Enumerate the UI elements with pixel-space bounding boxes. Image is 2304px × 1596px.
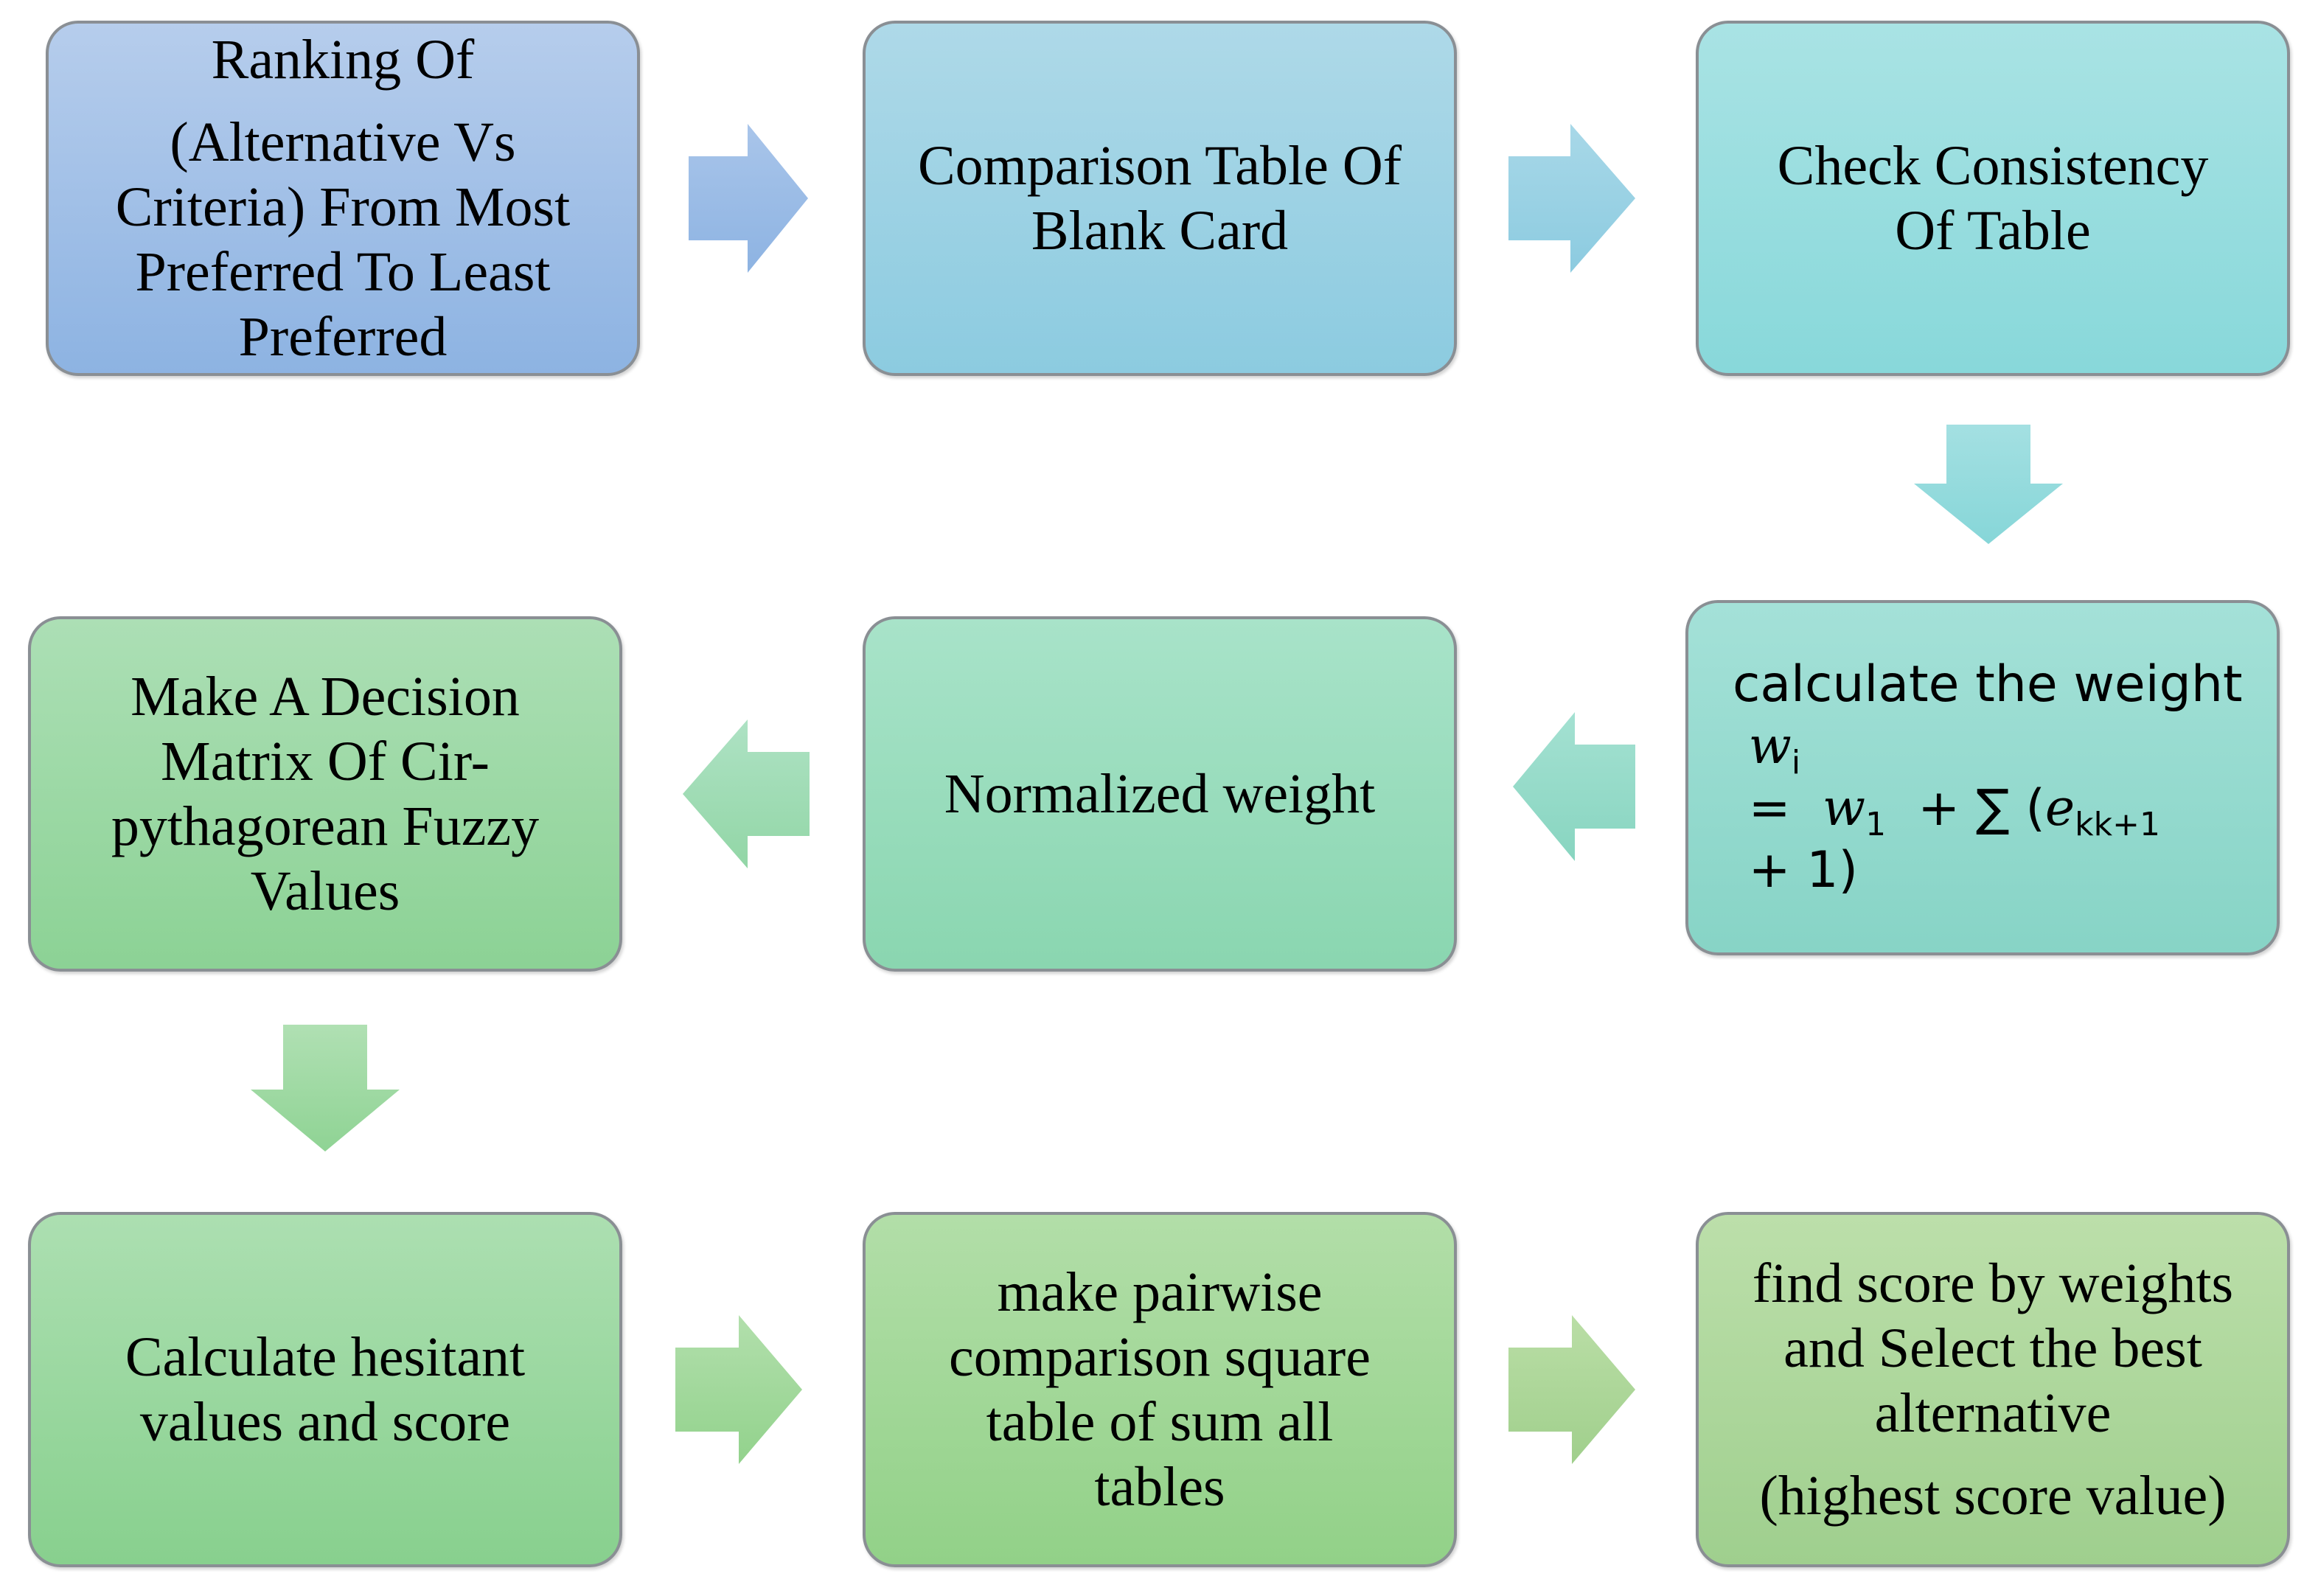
step-hesitant-values-box: Calculate hesitant values and score	[28, 1212, 622, 1567]
step-ranking-line3: Criteria) From Most	[115, 176, 571, 238]
arrow-normalized-to-matrix	[683, 719, 810, 868]
step-hesitant-line2: values and score	[139, 1391, 511, 1453]
arrow-matrix-to-hesitant	[251, 1025, 400, 1151]
step-matrix-line3: pythagorean Fuzzy	[111, 795, 540, 857]
step-pairwise-comparison-box: make pairwise comparison square table of…	[863, 1212, 1457, 1567]
step-select-best-box: find score by weights and Select the bes…	[1696, 1212, 2290, 1567]
formula-plus-one: + 1)	[1748, 841, 1859, 899]
step-ranking-line5: Preferred	[238, 306, 448, 368]
formula-equals: =	[1748, 779, 1791, 837]
step-ranking-box: Ranking Of (Alternative Vs Criteria) Fro…	[46, 21, 640, 376]
formula-w1: w	[1822, 779, 1866, 837]
step-consistency-line1: Check Consistency	[1777, 135, 2209, 197]
step-matrix-line2: Matrix Of Cir-	[161, 731, 490, 792]
step-normalized-line1: Normalized weight	[944, 763, 1376, 825]
step-pairwise-line2: comparison square	[949, 1326, 1371, 1388]
arrow-hesitant-to-pairwise	[675, 1315, 802, 1464]
step-score-line3: alternative	[1874, 1382, 2112, 1444]
step-ranking-line4: Preferred To Least	[135, 241, 551, 303]
arrow-pairwise-to-score	[1508, 1315, 1635, 1464]
step-decision-matrix-box: Make A Decision Matrix Of Cir- pythagore…	[28, 616, 622, 972]
step-consistency-box: Check Consistency Of Table	[1696, 21, 2290, 376]
formula-line-3: + 1)	[1733, 840, 1858, 902]
formula-plus: +	[1918, 779, 1960, 837]
step-pairwise-line3: table of sum all	[986, 1391, 1334, 1453]
formula-line-2: = w1 + ∑ (ekk+1	[1733, 778, 2160, 843]
arrow-comparison-to-consistency	[1508, 124, 1635, 273]
step-score-line1: find score by weights	[1752, 1252, 2234, 1314]
step-comparison-box: Comparison Table Of Blank Card	[863, 21, 1457, 376]
formula-var-w: w	[1748, 717, 1792, 776]
formula-sub-1: 1	[1865, 806, 1887, 843]
step-comparison-line1: Comparison Table Of	[917, 135, 1402, 197]
formula-line-1: wi	[1733, 716, 1801, 781]
step-comparison-line2: Blank Card	[1031, 200, 1289, 262]
step-hesitant-line1: Calculate hesitant	[125, 1326, 526, 1388]
step-pairwise-line4: tables	[1094, 1456, 1225, 1518]
arrow-consistency-to-weight	[1914, 425, 2063, 544]
step-matrix-line4: Values	[250, 860, 400, 922]
step-ranking-line2: (Alternative Vs	[170, 111, 516, 173]
step-matrix-line1: Make A Decision	[130, 666, 520, 728]
formula-e: e	[2044, 779, 2075, 837]
step-weight-title: calculate the weight	[1733, 655, 2243, 714]
step-pairwise-line1: make pairwise	[997, 1261, 1323, 1323]
step-ranking-line1: Ranking Of	[211, 29, 475, 91]
formula-paren-open: (	[2025, 779, 2045, 837]
arrow-ranking-to-comparison	[689, 124, 808, 273]
arrow-weight-to-normalized	[1513, 712, 1635, 861]
step-score-line4: (highest score value)	[1759, 1465, 2227, 1527]
step-calculate-weight-box: calculate the weight wi = w1 + ∑ (ekk+1 …	[1685, 600, 2280, 955]
formula-sub-kk1: kk+1	[2075, 806, 2160, 843]
step-normalized-weight-box: Normalized weight	[863, 616, 1457, 972]
step-consistency-line2: Of Table	[1895, 200, 2091, 262]
formula-sum: ∑	[1975, 779, 2010, 837]
formula-sub-i: i	[1791, 744, 1801, 781]
step-score-line2: and Select the best	[1783, 1317, 2202, 1379]
